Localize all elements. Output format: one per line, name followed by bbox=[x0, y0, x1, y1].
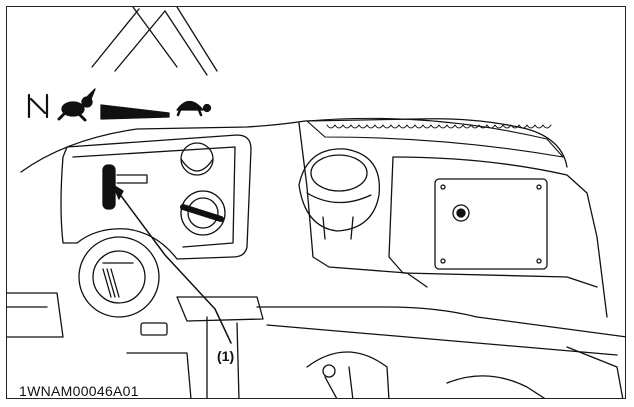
neutral-symbol-icon bbox=[27, 93, 49, 119]
frame-lines bbox=[7, 292, 625, 398]
figure-id: 1WNAM00046A01 bbox=[19, 383, 139, 399]
dashboard-line-drawing bbox=[7, 7, 625, 398]
illustration-frame: (1) 1WNAM00046A01 bbox=[6, 6, 626, 399]
dashboard-panel bbox=[20, 117, 608, 318]
throttle-symbols bbox=[27, 88, 212, 122]
throttle-wedge-icon bbox=[100, 104, 170, 120]
callout-leader bbox=[112, 184, 232, 344]
rabbit-fast-icon bbox=[57, 88, 96, 122]
steering-column-lines bbox=[91, 7, 218, 76]
oil-cap bbox=[78, 236, 160, 318]
switch-panel bbox=[60, 134, 252, 260]
fuel-cap bbox=[298, 148, 381, 240]
access-cover bbox=[434, 178, 548, 270]
callout-label: (1) bbox=[217, 348, 235, 364]
turtle-slow-icon bbox=[176, 100, 212, 117]
